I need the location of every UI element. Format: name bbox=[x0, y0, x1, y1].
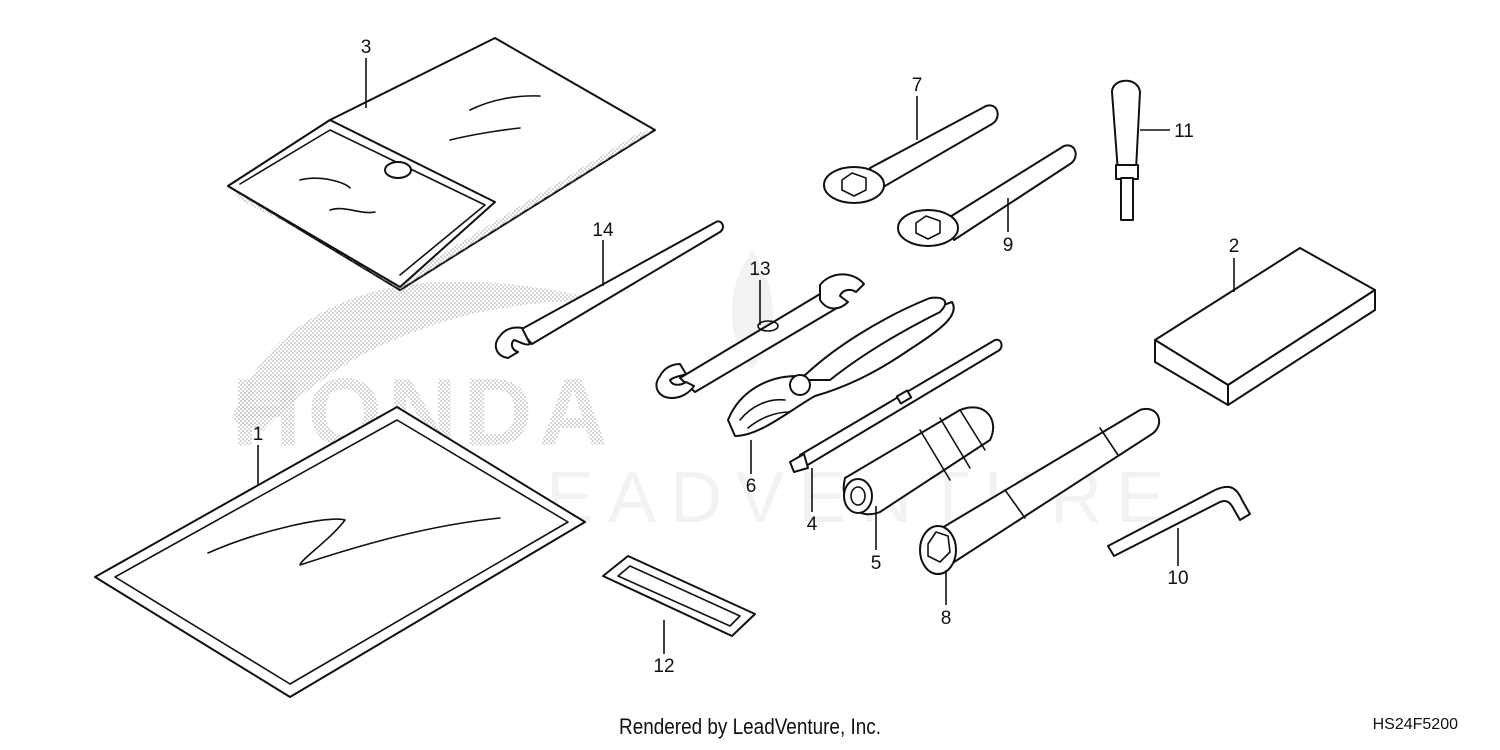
part-7-box-wrench[interactable] bbox=[823, 104, 999, 204]
callout-14[interactable]: 14 bbox=[592, 220, 614, 241]
part-4-screwdriver[interactable] bbox=[789, 338, 1003, 473]
part-14-open-wrench[interactable] bbox=[494, 220, 724, 359]
part-8-socket-wrench[interactable] bbox=[919, 407, 1161, 575]
leader-lines bbox=[257, 58, 1235, 654]
callout-4[interactable]: 4 bbox=[807, 514, 818, 535]
callout-11[interactable]: 11 bbox=[1174, 121, 1194, 142]
part-10-hex-key[interactable] bbox=[1107, 485, 1251, 557]
callout-12[interactable]: 12 bbox=[653, 656, 674, 677]
callout-3[interactable]: 3 bbox=[361, 37, 372, 58]
callout-2[interactable]: 2 bbox=[1229, 236, 1240, 257]
callout-9[interactable]: 9 bbox=[1003, 235, 1014, 256]
callout-1[interactable]: 1 bbox=[253, 424, 264, 445]
part-12-strap[interactable] bbox=[602, 555, 756, 637]
part-13-double-end-wrench[interactable] bbox=[655, 273, 865, 399]
callout-5[interactable]: 5 bbox=[871, 553, 882, 574]
callout-6[interactable]: 6 bbox=[746, 476, 757, 497]
part-3-tool-bag[interactable] bbox=[227, 37, 656, 291]
callouts: 1 2 3 4 5 6 7 8 9 10 11 12 13 14 bbox=[253, 37, 1240, 677]
rendered-by-credit: Rendered by LeadVenture, Inc. bbox=[619, 714, 881, 739]
part-9-box-wrench[interactable] bbox=[897, 144, 1077, 247]
callout-10[interactable]: 10 bbox=[1167, 568, 1188, 589]
callout-7[interactable]: 7 bbox=[912, 75, 923, 96]
diagram-code: HS24F5200 bbox=[1372, 716, 1458, 733]
part-1-manual-sleeve[interactable] bbox=[94, 406, 586, 698]
callout-8[interactable]: 8 bbox=[941, 608, 952, 629]
part-2-block[interactable] bbox=[1154, 247, 1376, 406]
callout-13[interactable]: 13 bbox=[749, 259, 770, 280]
wing-logo-watermark bbox=[232, 281, 600, 432]
part-6-pliers[interactable] bbox=[727, 296, 955, 437]
part-5-handle[interactable] bbox=[842, 406, 995, 516]
part-11-small-screwdriver[interactable] bbox=[1111, 79, 1141, 221]
